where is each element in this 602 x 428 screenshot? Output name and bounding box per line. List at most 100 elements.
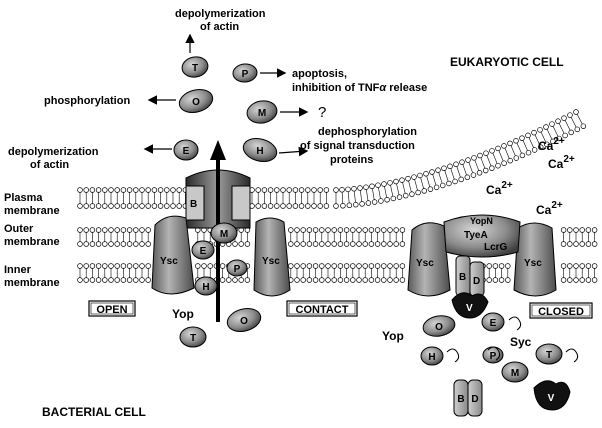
lipid-head	[399, 177, 405, 183]
protein-label: T	[192, 63, 198, 74]
protein-d-free	[467, 379, 483, 417]
lipid-head	[114, 241, 120, 247]
lipid-head	[95, 187, 102, 193]
protein-b-free-label: B	[457, 394, 464, 405]
lipid-head	[368, 263, 375, 269]
lipid-head	[331, 227, 337, 233]
lipid-head	[531, 147, 538, 153]
lipid-head	[139, 241, 145, 247]
lipid-head	[421, 188, 428, 194]
protein-label: M	[511, 368, 519, 379]
lipid-head	[108, 263, 114, 269]
lipid-head	[486, 263, 492, 269]
lipid-head	[489, 165, 495, 171]
lipid-head	[381, 263, 387, 269]
lipid-head	[513, 138, 519, 144]
protein-h-closed: H	[420, 346, 444, 366]
lipid-head	[427, 186, 434, 192]
lipid-head	[114, 227, 120, 233]
lipid-head	[525, 149, 532, 156]
lipid-head	[102, 241, 108, 247]
lipid-head	[323, 203, 330, 209]
lipid-head	[343, 277, 350, 283]
lipid-head	[393, 263, 399, 269]
protein-body	[194, 276, 218, 296]
lipid-head	[374, 277, 381, 283]
lipid-head	[585, 277, 592, 283]
lipid-head	[441, 165, 447, 172]
lipid-head	[108, 277, 114, 283]
lipid-head	[114, 203, 120, 209]
calcium-symbol-4: Ca	[536, 203, 552, 217]
lipid-head	[319, 263, 325, 269]
lipid-head	[120, 241, 127, 247]
lipid-head	[83, 227, 89, 233]
lipid-head	[77, 203, 83, 209]
lipid-head	[525, 132, 531, 139]
lipid-head	[77, 241, 83, 247]
lipid-head	[108, 241, 114, 247]
lipid-head	[133, 227, 139, 233]
lipid-head	[120, 187, 127, 193]
protein-body	[481, 312, 505, 332]
lipid-head	[133, 187, 139, 193]
lipid-head	[560, 227, 567, 233]
lipid-head	[345, 186, 351, 193]
ysc-label-contact: Ysc	[262, 256, 280, 267]
lipid-head	[244, 241, 251, 247]
protein-label: E	[200, 246, 207, 257]
lipid-head	[452, 178, 458, 185]
syc-chaperone	[487, 346, 501, 361]
lipid-head	[393, 241, 399, 247]
lipid-head	[387, 277, 393, 283]
lipid-head	[261, 203, 268, 209]
lipid-head	[498, 277, 505, 283]
lipid-head	[164, 203, 170, 209]
protein-h-eukaryotic: H	[242, 137, 278, 163]
protein-body	[191, 240, 215, 260]
lipid-head	[133, 241, 139, 247]
lipid-head	[120, 227, 127, 233]
lipid-head	[288, 227, 294, 233]
protein-label: O	[192, 97, 200, 108]
lipid-head	[120, 277, 127, 283]
effect-h-line-2: of signal transduction	[300, 140, 415, 152]
lipid-head	[126, 277, 133, 283]
lipid-head	[102, 203, 108, 209]
protein-label: O	[240, 316, 248, 327]
ysc-label-closed-left: Ysc	[416, 258, 434, 269]
protein-body	[535, 343, 563, 365]
calcium-charge-4: 2+	[551, 200, 563, 211]
calcium-ion-1: Ca2+	[538, 136, 565, 153]
lipid-head	[255, 187, 261, 193]
lipid-head	[567, 263, 573, 269]
protein-h-channel: H	[194, 276, 218, 296]
protein-label: H	[256, 146, 263, 157]
lipid-head	[495, 162, 501, 169]
lipid-head	[435, 167, 441, 173]
lipid-head	[89, 187, 96, 193]
lipid-head	[507, 157, 513, 164]
lipid-head	[482, 167, 489, 174]
lipid-head	[133, 203, 139, 209]
plasma-membrane	[77, 109, 587, 209]
lipid-head	[89, 203, 96, 209]
lipid-head	[164, 187, 170, 193]
lipid-head	[363, 184, 369, 190]
lipid-head	[505, 263, 511, 269]
lipid-head	[579, 277, 585, 283]
lipid-head	[139, 203, 145, 209]
lipid-head	[83, 241, 89, 247]
lipid-head	[83, 263, 89, 269]
lipid-head	[288, 263, 294, 269]
lipid-head	[387, 227, 393, 233]
lipid-head	[471, 155, 477, 161]
lipid-head	[305, 187, 311, 193]
lipid-head	[261, 187, 268, 193]
lipid-head	[399, 277, 406, 283]
lipid-head	[470, 172, 477, 178]
lipid-head	[280, 203, 286, 209]
lipid-head	[369, 183, 375, 190]
lipid-head	[83, 277, 89, 283]
lipid-head	[319, 241, 325, 247]
